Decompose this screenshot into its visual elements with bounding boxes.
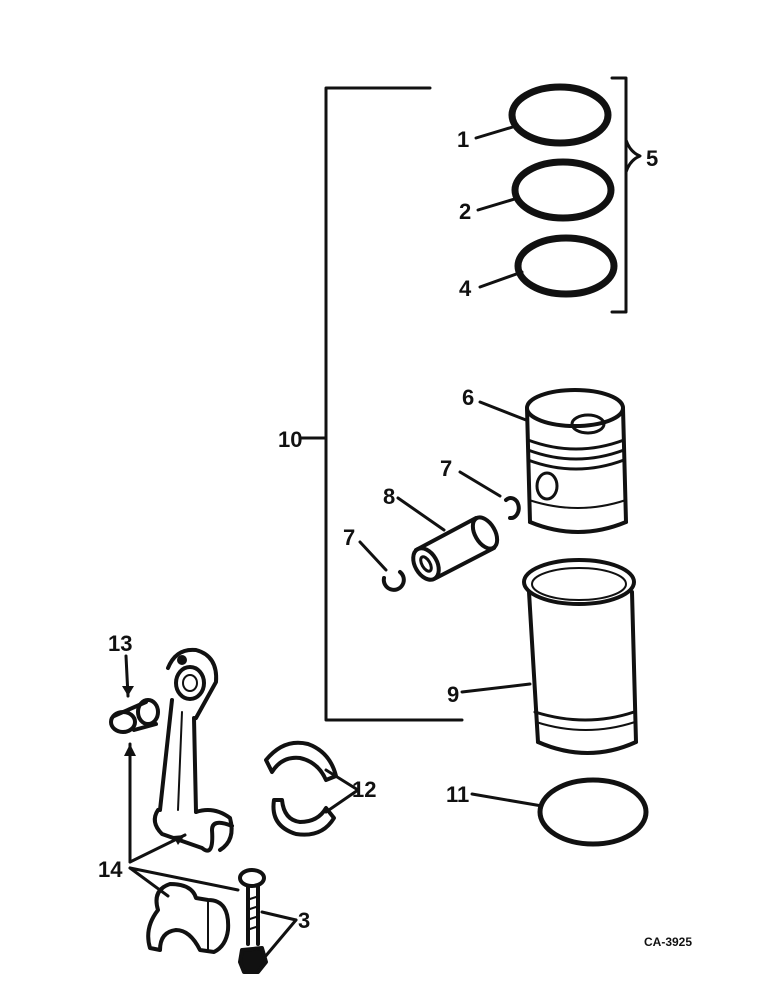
piston-ring-2 [511, 158, 615, 222]
leader-lines [124, 124, 544, 960]
bearing-half-12-lower [271, 798, 336, 837]
bushing-13 [109, 698, 160, 734]
callout-12: 12 [352, 777, 376, 802]
callout-9: 9 [447, 682, 459, 707]
piston-pin-8 [411, 515, 500, 582]
kit-bracket-10 [298, 86, 464, 722]
callout-7-lower: 7 [343, 525, 355, 550]
callout-4: 4 [459, 276, 472, 301]
snap-ring-7-upper [504, 496, 521, 521]
callout-13: 13 [108, 631, 132, 656]
piston-ring-1 [508, 83, 612, 147]
callout-7-upper: 7 [440, 456, 452, 481]
ring-set-bracket-5 [610, 76, 642, 314]
seal-ring-11 [537, 777, 649, 847]
snap-ring-7-lower [381, 570, 406, 592]
cylinder-sleeve-9 [522, 558, 638, 755]
callout-10: 10 [278, 427, 302, 452]
leader-arrowheads [122, 686, 185, 845]
callout-3: 3 [298, 908, 310, 933]
piston-ring-4 [514, 234, 618, 298]
callout-11: 11 [446, 782, 469, 807]
callout-1: 1 [457, 127, 469, 152]
drawing-code: CA-3925 [644, 935, 692, 949]
callout-5: 5 [646, 146, 658, 171]
rod-nut-3 [238, 946, 268, 974]
callout-6: 6 [462, 385, 474, 410]
callout-14: 14 [98, 857, 123, 882]
rod-cap-14 [146, 882, 231, 954]
callout-2: 2 [459, 199, 471, 224]
connecting-rod-14 [152, 647, 234, 853]
piston-6 [525, 388, 628, 534]
rod-bolt-3 [238, 868, 266, 946]
bearing-half-12-upper [264, 740, 338, 782]
callout-8: 8 [383, 484, 395, 509]
